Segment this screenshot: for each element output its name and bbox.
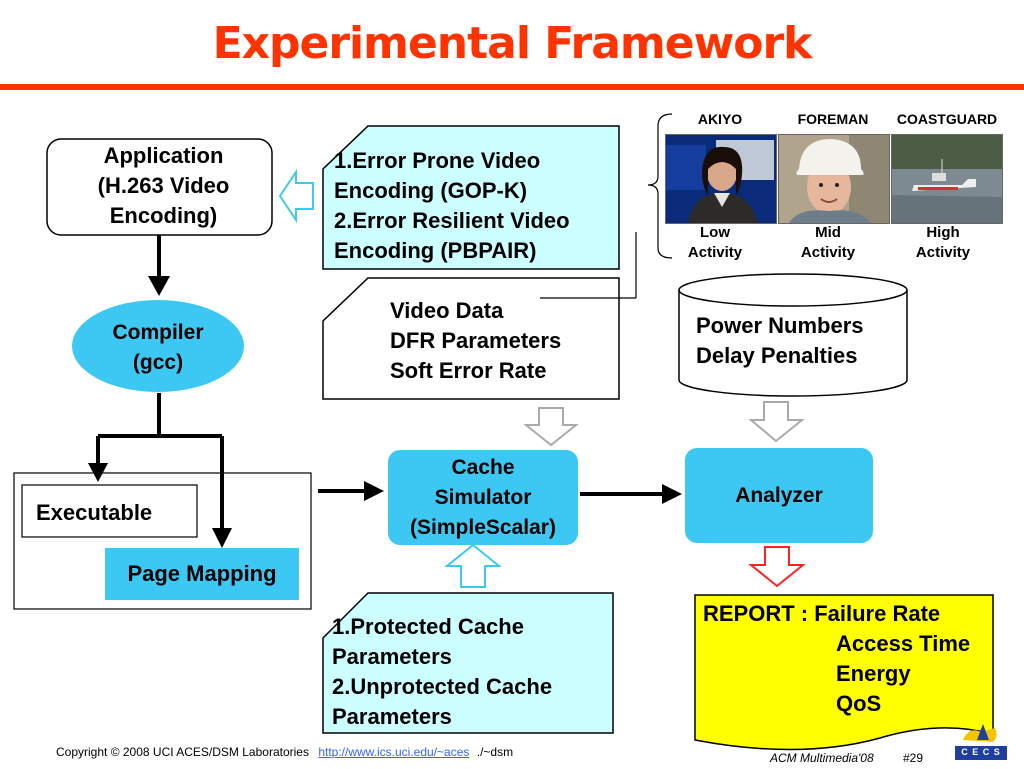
database-cylinder	[678, 273, 908, 307]
report-label: REPORT : Failure Rate Access Time Energy…	[703, 601, 971, 716]
compiler-label: Compiler (gcc)	[112, 321, 204, 374]
hollow-arrow-down-1	[523, 407, 579, 447]
activity-mid: Mid Activity	[800, 224, 856, 261]
slide-title: Experimental Framework	[212, 18, 813, 69]
title-divider	[0, 84, 1024, 90]
analyzer-box: Analyzer	[685, 448, 873, 543]
akiyo-thumbnail	[665, 134, 777, 224]
cache-simulator-box: Cache Simulator (SimpleScalar)	[388, 450, 578, 545]
footer-conference: ACM Multimedia'08	[770, 751, 874, 765]
hollow-arrow-down-2	[748, 401, 805, 443]
video-name-foreman: FOREMAN	[797, 111, 869, 127]
cache-params-note-shape	[322, 592, 614, 734]
video-data-note-shape	[322, 277, 620, 400]
executable-label: Executable	[36, 500, 153, 525]
aces-link[interactable]: http://www.ics.uci.edu/~aces	[318, 745, 470, 759]
executable-box	[21, 484, 198, 538]
hollow-arrow-down-red	[748, 546, 806, 588]
cecs-logo-text: C E C S	[961, 747, 1001, 757]
slide-number: #29	[903, 751, 924, 765]
video-name-akiyo: AKIYO	[697, 111, 743, 127]
hollow-arrow-up	[444, 543, 502, 588]
cecs-logo: C E C S	[955, 718, 1007, 764]
footer-copyright: Copyright © 2008 UCI ACES/DSM Laboratori…	[56, 745, 513, 759]
report-shape	[694, 594, 994, 751]
compiler-node	[72, 300, 244, 392]
encoding-note: 1.Error Prone Video Encoding (GOP-K) 2.E…	[334, 148, 570, 263]
hollow-arrow-left	[278, 168, 314, 224]
dsm-path: ./~dsm	[476, 745, 514, 759]
activity-low: Low Activity	[687, 224, 743, 261]
database-label: Power Numbers Delay Penalties	[696, 313, 864, 368]
activity-high: High Activity	[915, 224, 971, 261]
video-name-coastguard: COASTGUARD	[896, 111, 998, 127]
video-data-note: Video Data DFR Parameters Soft Error Rat…	[390, 298, 562, 383]
foreman-thumbnail	[778, 134, 890, 224]
video-bracket	[647, 113, 673, 259]
application-label: Application (H.263 Video Encoding)	[97, 143, 230, 228]
coastguard-thumbnail	[891, 134, 1003, 224]
cache-params-note: 1.Protected Cache Parameters 2.Unprotect…	[332, 614, 553, 729]
encoding-note-shape	[322, 125, 620, 270]
page-mapping-box: Page Mapping	[105, 548, 299, 600]
copyright-text: Copyright © 2008 UCI ACES/DSM Laboratori…	[56, 745, 309, 759]
